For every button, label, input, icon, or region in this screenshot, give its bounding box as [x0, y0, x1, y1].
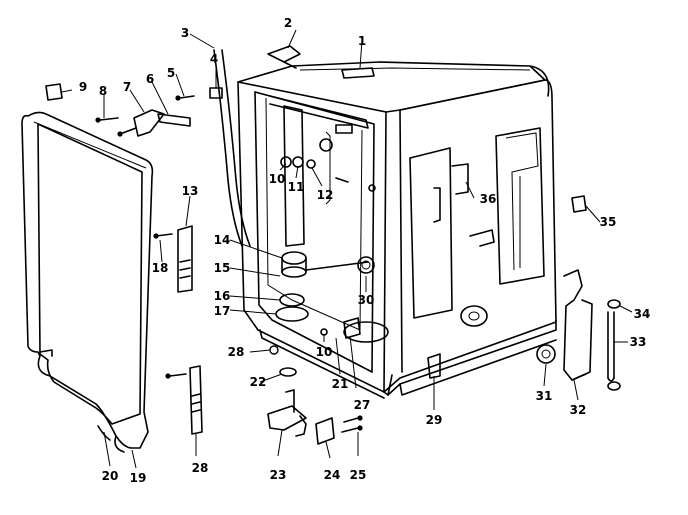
label-13: 13 [182, 184, 199, 198]
label-16: 16 [214, 289, 231, 303]
label-20: 20 [102, 469, 119, 483]
label-5: 5 [167, 66, 175, 80]
label-7: 7 [123, 80, 131, 94]
hose [213, 49, 251, 247]
label-36: 36 [480, 192, 497, 206]
label-23: 23 [270, 468, 287, 482]
label-9: 9 [79, 80, 87, 94]
label-28-lower: 28 [192, 461, 209, 475]
tub-cabinet [237, 61, 557, 399]
label-27: 27 [354, 398, 371, 412]
leader-lines [61, 29, 633, 469]
label-30: 30 [358, 293, 375, 307]
label-2: 2 [284, 16, 292, 30]
label-32: 32 [570, 403, 587, 417]
label-11: 11 [288, 180, 305, 194]
label-8: 8 [99, 84, 107, 98]
label-29: 29 [426, 413, 443, 427]
small-parts [45, 45, 621, 445]
door-panel [21, 111, 154, 453]
label-10-upper: 10 [269, 172, 286, 186]
label-18: 18 [152, 261, 169, 275]
label-10-lower: 10 [316, 345, 333, 359]
label-28-upper: 28 [228, 345, 245, 359]
label-14: 14 [214, 233, 231, 247]
label-22: 22 [250, 375, 267, 389]
label-15: 15 [214, 261, 231, 275]
label-19: 19 [130, 471, 147, 485]
label-12: 12 [317, 188, 334, 202]
label-34: 34 [634, 307, 651, 321]
callout-labels: 1 2 3 4 5 6 7 8 9 10 11 12 13 14 15 16 1… [79, 16, 651, 485]
label-33: 33 [630, 335, 647, 349]
label-1: 1 [358, 34, 366, 48]
label-3: 3 [181, 26, 189, 40]
label-24: 24 [324, 468, 341, 482]
label-31: 31 [536, 389, 553, 403]
label-35: 35 [600, 215, 617, 229]
label-25: 25 [350, 468, 367, 482]
label-6: 6 [146, 72, 154, 86]
label-17: 17 [214, 304, 231, 318]
label-21: 21 [332, 377, 349, 391]
label-4: 4 [210, 52, 218, 66]
